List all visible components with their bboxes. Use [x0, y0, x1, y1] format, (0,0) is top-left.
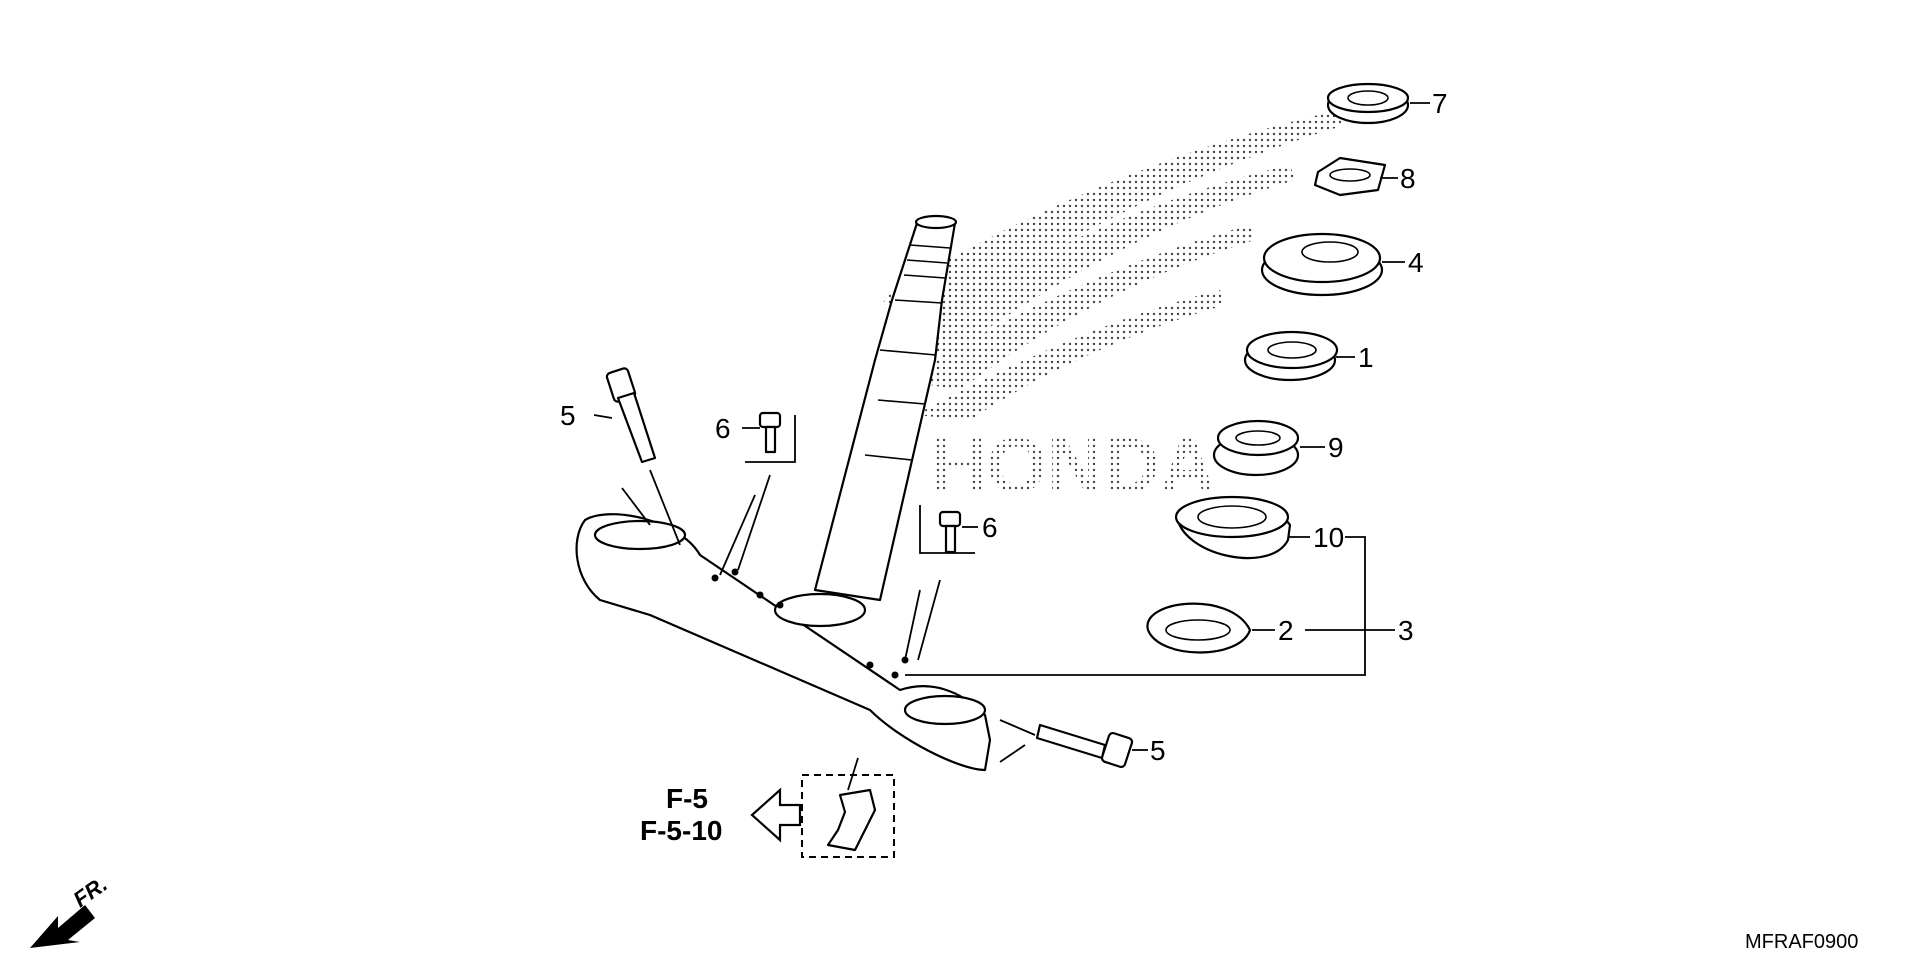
front-arrow-icon [30, 905, 95, 948]
lower-triple-clamp [575, 513, 992, 772]
reference-arrow[interactable]: F-5 F-5-10 [640, 783, 802, 846]
callout-7: 7 [1432, 88, 1448, 119]
group-3-bracket-line [905, 536, 1366, 676]
callout-1: 1 [1358, 342, 1374, 373]
callout-3: 3 [1398, 615, 1414, 646]
honda-watermark-text: HONDA [930, 421, 1216, 509]
diagram-code: MFRAF0900 [1745, 931, 1858, 953]
upper-bearing-9 [1212, 419, 1325, 477]
callout-4: 4 [1408, 247, 1424, 278]
front-direction-indicator: FR. [30, 871, 112, 948]
bearing-cover-4 [1260, 232, 1405, 297]
lock-nut-7 [1326, 82, 1430, 125]
reference-arrow-icon [750, 787, 802, 843]
bolt-5-bottom [999, 719, 1148, 769]
front-label: FR. [69, 871, 112, 912]
honda-wing-watermark: HONDA [880, 110, 1345, 509]
callout-9: 9 [1328, 432, 1344, 463]
cable-guide-bracket [801, 757, 895, 858]
callout-6-left: 6 [715, 413, 731, 444]
callout-6-right: 6 [982, 512, 998, 543]
callout-5-top: 5 [560, 400, 576, 431]
reference-label-1[interactable]: F-5 [666, 783, 708, 814]
callout-2: 2 [1278, 615, 1294, 646]
callout-10: 10 [1313, 522, 1344, 553]
steering-stem [813, 214, 958, 602]
bolt-6-right [904, 505, 978, 661]
bolt-6-left [719, 411, 796, 576]
lock-washer-8 [1313, 156, 1398, 197]
lower-bearing-10 [1174, 495, 1310, 560]
lower-race-2 [1146, 602, 1275, 654]
callout-5-bottom: 5 [1150, 735, 1166, 766]
dust-seal-1 [1243, 330, 1355, 382]
reference-label-2[interactable]: F-5-10 [640, 815, 722, 846]
bolt-5-top [593, 367, 681, 546]
callout-8: 8 [1400, 163, 1416, 194]
